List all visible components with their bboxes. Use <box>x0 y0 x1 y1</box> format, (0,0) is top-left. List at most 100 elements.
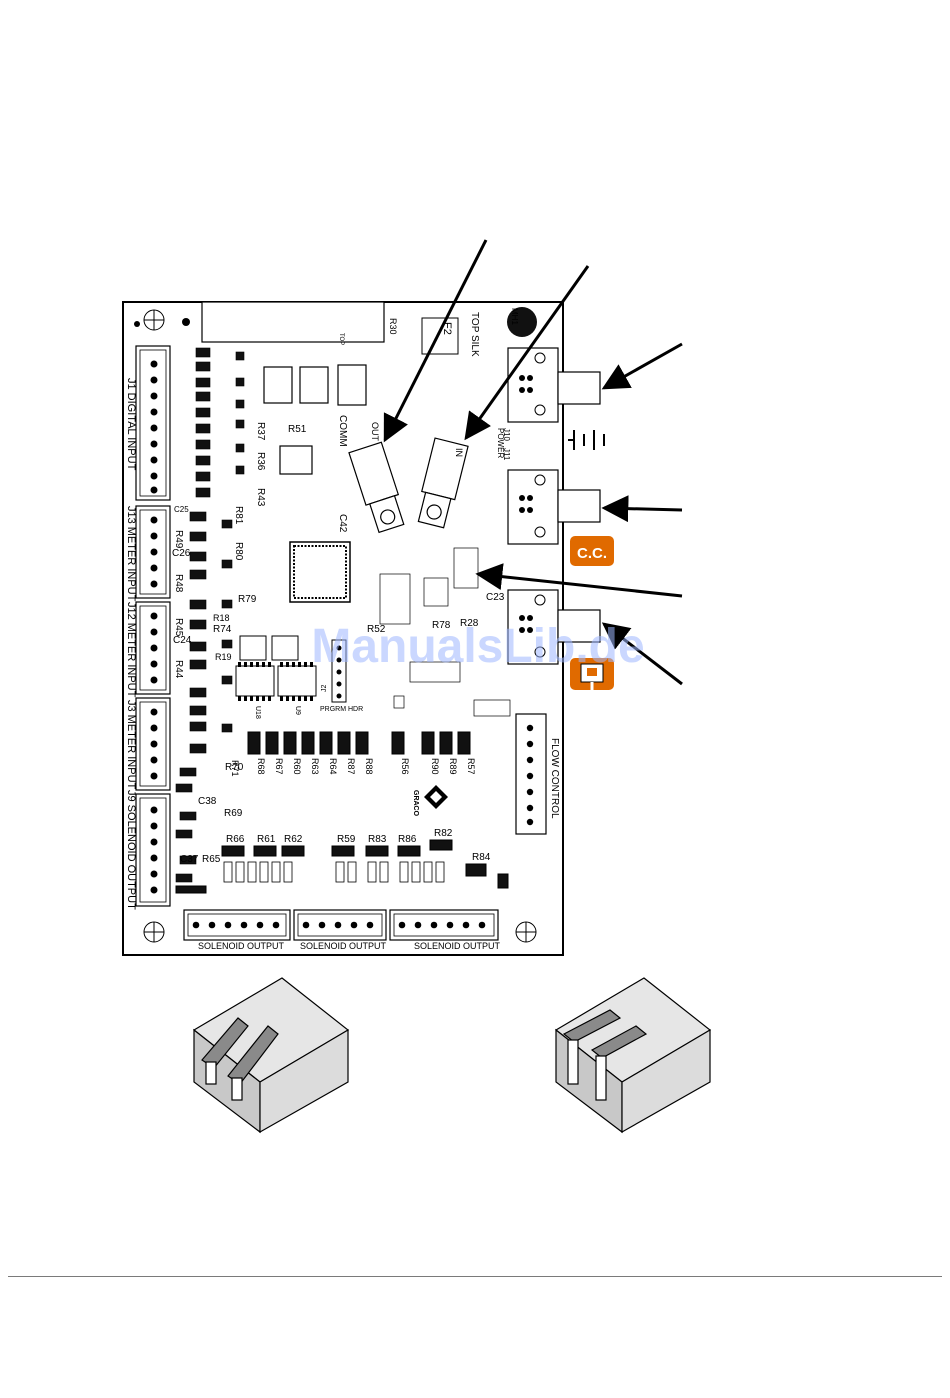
j9-label: J9 SOLENOID OUTPUT <box>125 790 137 910</box>
svg-text:R51: R51 <box>288 424 307 435</box>
connector-housing-left-icon <box>192 977 350 1134</box>
j14-label: SOLENOID OUTPUT <box>198 941 285 951</box>
svg-text:R81: R81 <box>233 506 244 525</box>
svg-text:C38: C38 <box>198 796 217 807</box>
svg-text:R61: R61 <box>257 834 276 845</box>
svg-text:R68: R68 <box>256 758 266 775</box>
j13-connector: J13 METER INPUT <box>125 505 171 602</box>
svg-text:R84: R84 <box>472 852 491 863</box>
j14-connector: SOLENOID OUTPUT <box>183 909 291 951</box>
svg-text:R67: R67 <box>274 758 284 775</box>
j13-label: J13 METER INPUT <box>125 506 137 602</box>
svg-text:R83: R83 <box>368 834 387 845</box>
flow-control-label: FLOW CONTROL <box>549 738 560 819</box>
graco-logo: GRACO <box>412 785 448 817</box>
flow-control-connector: FLOW CONTROL <box>515 713 560 835</box>
svg-text:R48: R48 <box>173 574 184 593</box>
footer-rule <box>8 1276 942 1277</box>
j12-label: J12 METER INPUT <box>125 602 137 698</box>
comm-out-connector <box>348 441 405 534</box>
mh1-label: MH1 <box>510 308 519 325</box>
svg-text:R78: R78 <box>432 620 451 631</box>
svg-text:R89: R89 <box>448 758 458 775</box>
watermark: ManualsLib.de <box>311 620 644 673</box>
j2-label: J2 <box>321 685 328 693</box>
svg-text:R90: R90 <box>430 758 440 775</box>
out-label: OUT <box>370 422 380 442</box>
in-label: IN <box>454 448 464 457</box>
svg-text:R70: R70 <box>225 762 244 773</box>
j15-label: SOLENOID OUTPUT <box>300 941 387 951</box>
svg-text:R74: R74 <box>213 624 232 635</box>
svg-text:R49: R49 <box>173 530 184 549</box>
svg-text:R80: R80 <box>233 542 244 561</box>
j8-label: SOLENOID OUTPUT <box>414 941 501 951</box>
svg-text:R59: R59 <box>337 834 356 845</box>
comm-label: COMM <box>337 415 348 447</box>
svg-text:R18: R18 <box>213 613 230 623</box>
svg-text:R52: R52 <box>367 624 386 635</box>
svg-text:C.C.: C.C. <box>577 545 607 562</box>
power-label: POWER <box>496 428 505 458</box>
resistor-row-labels: R68 R67 R60 R63 R64 R87 R88 R56 R90 R89 … <box>230 758 476 777</box>
svg-text:R79: R79 <box>238 594 257 605</box>
svg-text:C25: C25 <box>174 505 189 514</box>
mounting-hole-icon <box>143 309 537 943</box>
j3-connector: J3 METER INPUT <box>125 697 171 791</box>
svg-text:R64: R64 <box>328 758 338 775</box>
svg-text:R87: R87 <box>346 758 356 775</box>
r30-label: R30 <box>388 318 398 335</box>
misc-labels: R51 R52 R78 R28 C23 C26 C25 C24 R79 R74 … <box>172 424 505 662</box>
lower-resistor-row <box>175 839 509 894</box>
svg-text:C37: C37 <box>180 854 199 865</box>
svg-text:C42: C42 <box>337 514 348 533</box>
mh1-hole <box>507 307 537 337</box>
callout-arrows <box>383 239 683 686</box>
svg-text:C23: C23 <box>486 592 505 603</box>
svg-text:R45: R45 <box>173 618 184 637</box>
j10-label: J10 <box>502 428 511 441</box>
u18-label: U18 <box>254 706 261 719</box>
svg-text:R88: R88 <box>364 758 374 775</box>
j3-label: J3 METER INPUT <box>125 700 137 790</box>
svg-text:R36: R36 <box>255 452 266 471</box>
svg-text:R62: R62 <box>284 834 303 845</box>
rotated-labels: R80 R81 R43 R36 R37 C42 R48 R49 R45 R44 <box>173 422 348 679</box>
j15-connector: SOLENOID OUTPUT <box>293 909 387 951</box>
power-terminal-block <box>507 347 601 665</box>
resistor-row <box>247 731 471 755</box>
connector-housing-right-icon <box>554 977 712 1134</box>
j1-label: J1 DIGITAL INPUT <box>125 378 137 471</box>
j1-connector: J1 DIGITAL INPUT <box>125 345 171 501</box>
svg-text:R86: R86 <box>398 834 417 845</box>
ic-u18-u9 <box>235 635 317 697</box>
u9-label: U9 <box>294 706 301 715</box>
cc-badge: C.C. <box>570 536 614 566</box>
terminal-screws <box>534 352 546 658</box>
comm-in-connector <box>417 437 469 529</box>
svg-text:R56: R56 <box>400 758 410 775</box>
svg-text:R28: R28 <box>460 618 479 629</box>
smd-components <box>175 347 245 883</box>
svg-text:C26: C26 <box>172 548 191 559</box>
battery-icon <box>568 430 605 450</box>
svg-text:R44: R44 <box>173 660 184 679</box>
terminal-pins <box>519 375 533 633</box>
svg-text:R19: R19 <box>215 652 232 662</box>
graco-label: GRACO <box>412 790 419 817</box>
fiber-optic-badge-icon <box>570 658 614 690</box>
svg-text:R60: R60 <box>292 758 302 775</box>
svg-text:R63: R63 <box>310 758 320 775</box>
top-label: TOP <box>338 333 344 345</box>
svg-text:R82: R82 <box>434 828 453 839</box>
top-silk-label: TOP SILK <box>469 312 480 357</box>
svg-text:R37: R37 <box>255 422 266 441</box>
pgm-hdr-label: PRGRM HDR <box>320 706 363 713</box>
svg-text:R71: R71 <box>230 760 240 777</box>
power-components <box>263 364 367 475</box>
svg-text:R69: R69 <box>224 808 243 819</box>
j11-label: J11 <box>502 448 511 461</box>
j12-connector: J12 METER INPUT <box>125 601 171 698</box>
diode-array <box>223 861 445 883</box>
